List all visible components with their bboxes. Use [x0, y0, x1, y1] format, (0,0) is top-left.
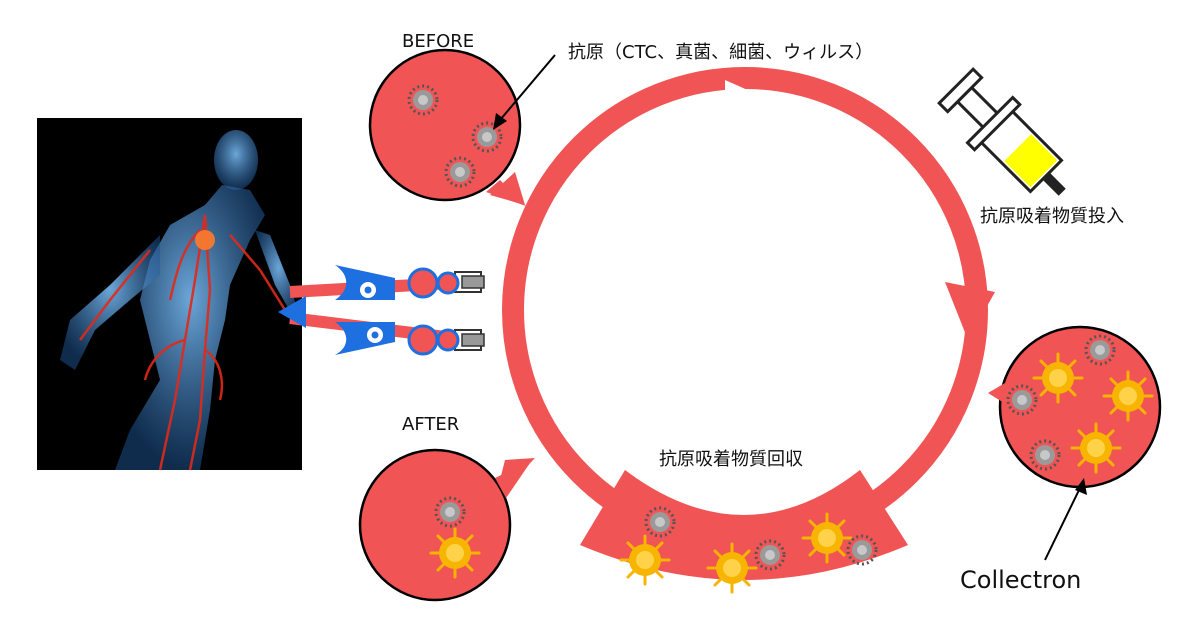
antigen-label: 抗原（CTC、真菌、細菌、ウィルス）: [568, 42, 873, 63]
before-label: BEFORE: [402, 31, 474, 52]
human-body-image: [37, 118, 302, 471]
collectron-pointer: [1044, 478, 1087, 561]
before-bubble: [368, 48, 526, 206]
connector-tip: [278, 296, 306, 328]
inject-label: 抗原吸着物質投入: [980, 206, 1124, 227]
human-body-icon: [60, 130, 302, 471]
clamp-icon: [335, 322, 395, 355]
connector-upper: [289, 265, 485, 300]
circulation-loop: [502, 67, 995, 553]
clamp-icon: [335, 265, 395, 300]
after-bubble: [358, 448, 535, 602]
collectron-bubble: [988, 325, 1162, 489]
recovery-chamber: [580, 470, 908, 594]
flow-arrow-top: [725, 80, 768, 120]
recover-label: 抗原吸着物質回収: [659, 449, 803, 470]
after-label: AFTER: [402, 414, 459, 435]
collectron-label: Collectron: [960, 566, 1081, 594]
connector-lower: [289, 312, 485, 356]
syringe-icon: [937, 67, 1066, 196]
antigen-pointer: [493, 54, 556, 130]
